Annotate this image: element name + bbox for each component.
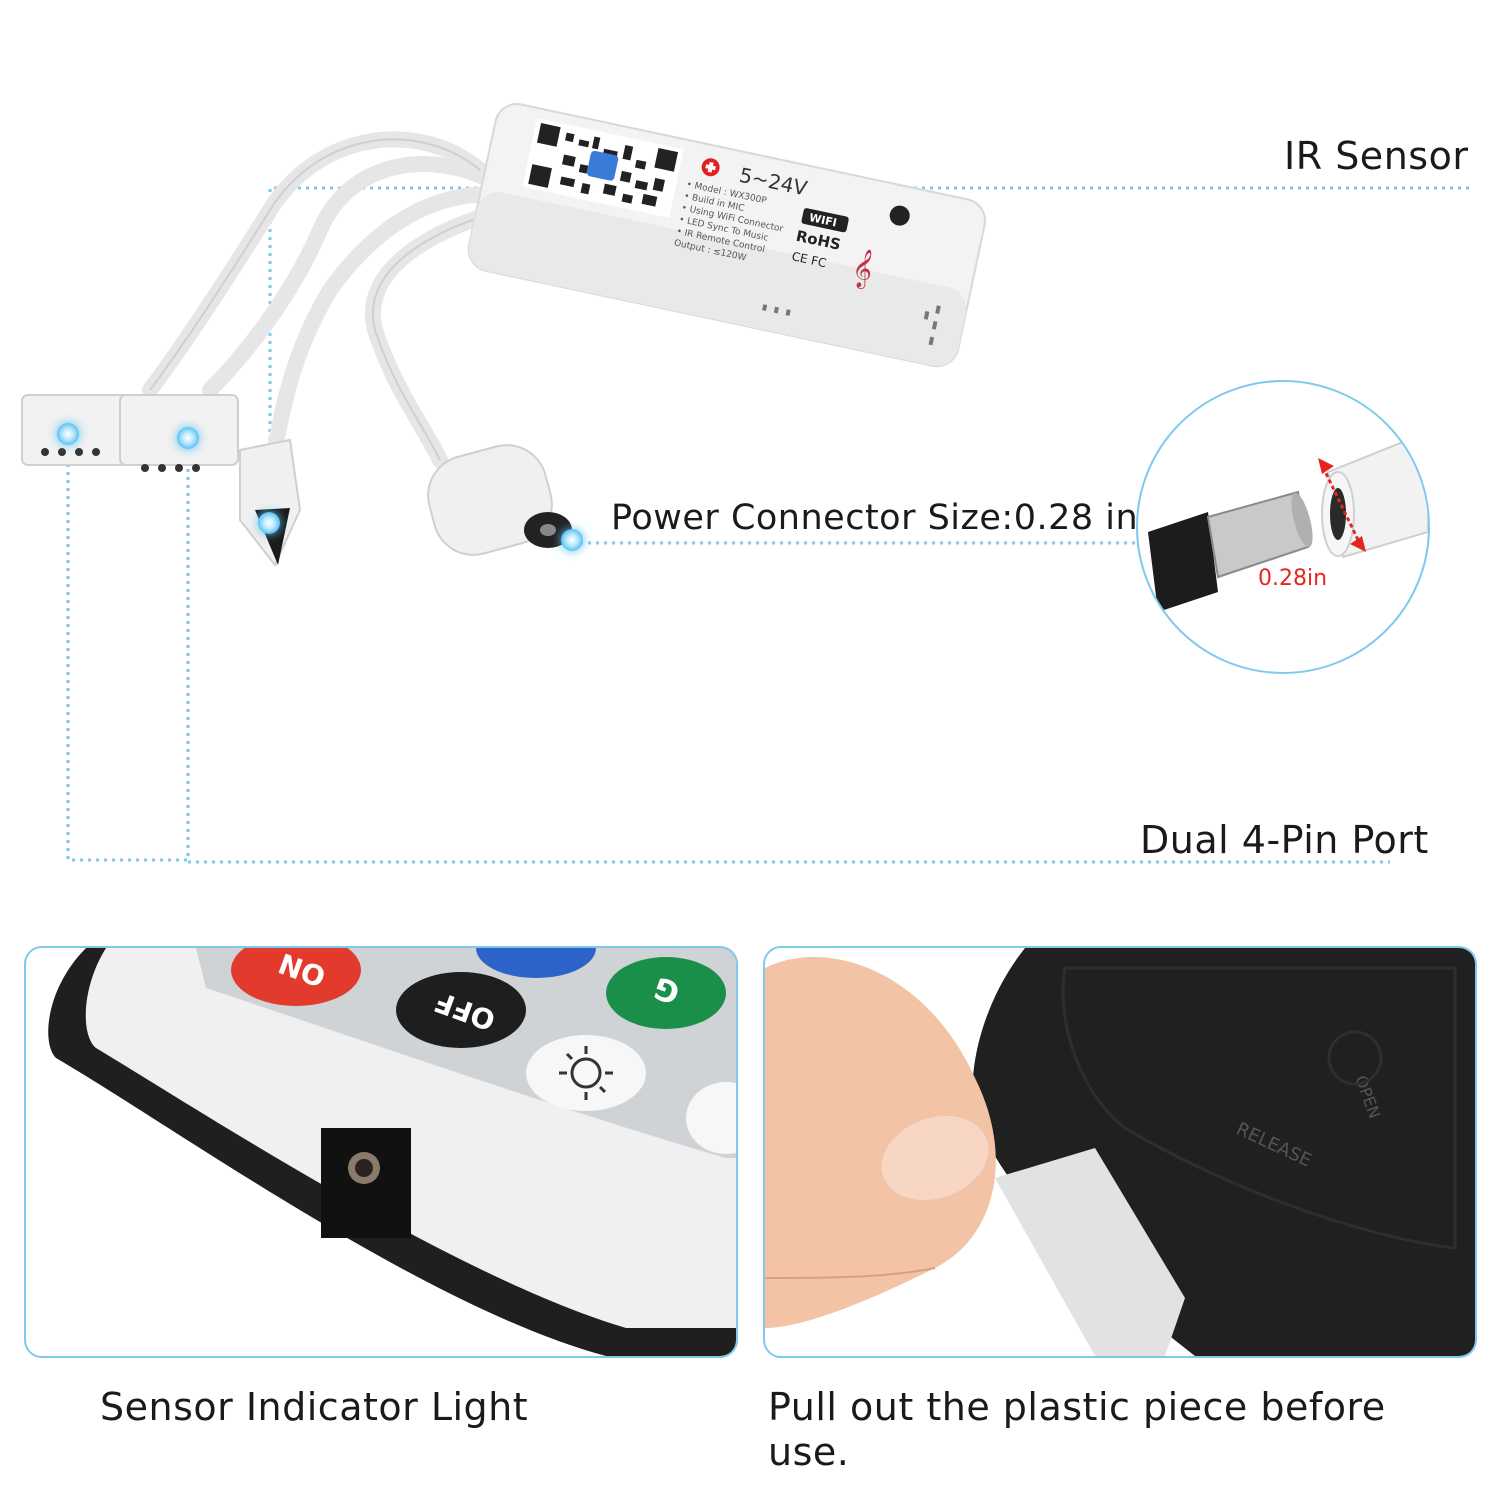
brightness-icon [559,1046,613,1100]
wifi-controller-illustration: 5~24V • Model : WX300P • Build in MIC • … [21,103,986,567]
guide-lines [66,186,1470,864]
dimension-label: 0.28in [1258,566,1328,591]
wifi-badge: WIFI [808,211,838,230]
power-connector-indicator [561,529,583,551]
port-1-indicator [57,423,79,445]
connector-size-inset: 0.28in [1136,380,1430,674]
dual-port-label: Dual 4-Pin Port [1140,818,1429,862]
battery-compartment-illustration: RELEASE OPEN [765,948,1475,1356]
remote-sensor-panel: ON OFF G [24,946,738,1358]
battery-tab-panel: RELEASE OPEN [763,946,1477,1358]
ir-sensor-label: IR Sensor [1284,134,1469,178]
sensor-light-caption: Sensor Indicator Light [100,1385,529,1429]
power-connector-label: Power Connector Size:0.28 in [611,498,1139,538]
dc-plug-illustration [1148,430,1428,612]
port-2-indicator [177,427,199,449]
pull-tab-caption-line1: Pull out the plastic piece before [768,1385,1386,1429]
pull-tab-caption-line2: use. [768,1430,850,1474]
ir-sensor-indicator [258,512,280,534]
remote-control-illustration: ON OFF G [48,948,736,1356]
